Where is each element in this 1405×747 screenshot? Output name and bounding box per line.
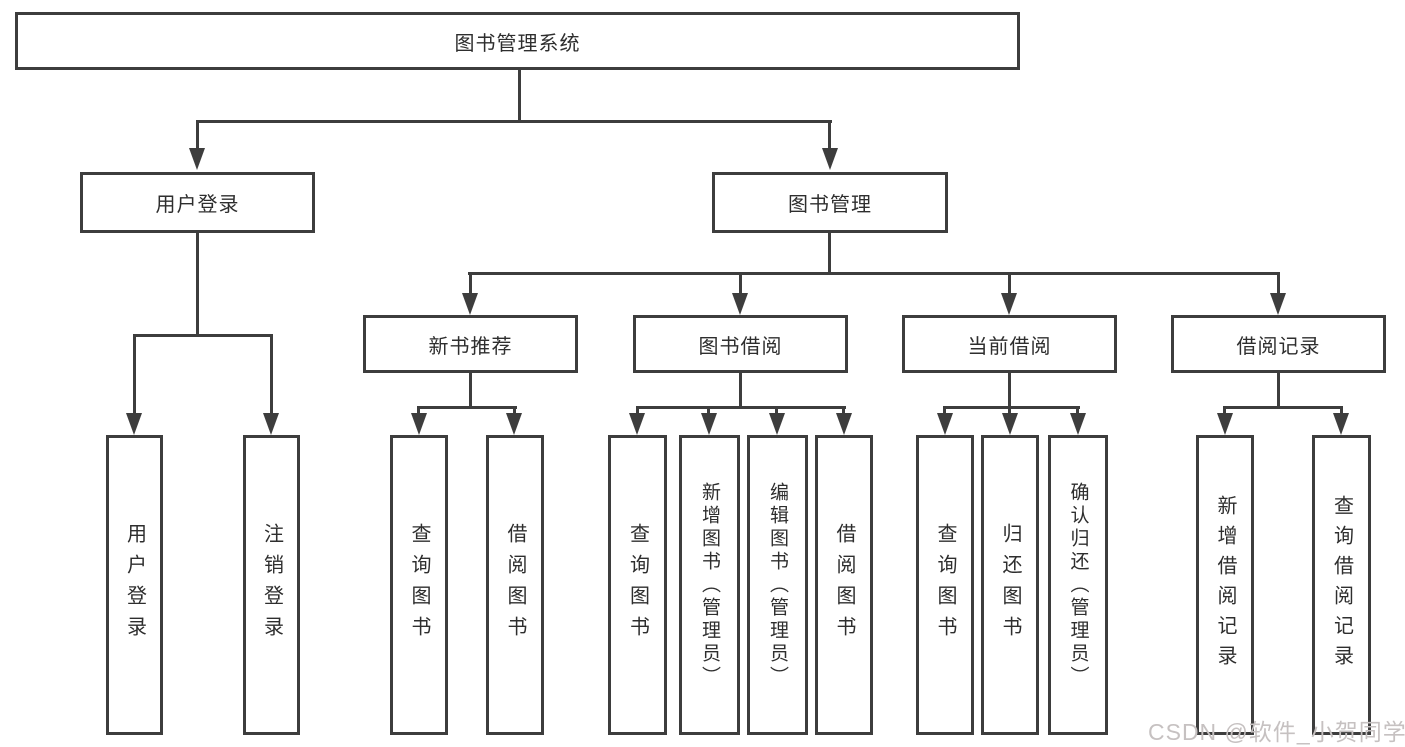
connector-g3-c2 [1008, 406, 1011, 415]
connector-g4-c1 [1223, 406, 1226, 415]
leaf-g2-edit-books-admin-label: 编辑图书（管理员） [767, 481, 788, 689]
arrowhead-to-login-leaf [126, 413, 142, 435]
leaf-g3-return-books-label: 归还图书 [999, 523, 1021, 647]
node-root-label: 图书管理系统 [454, 32, 581, 55]
leaf-g3-confirm-return-admin-label: 确认归还（管理员） [1067, 481, 1089, 689]
connector-g2-rail [636, 406, 846, 409]
connector-to-new-books [469, 272, 472, 294]
connector-to-logout-leaf [270, 334, 273, 414]
leaf-g2-borrow-books: 借阅图书 [815, 435, 873, 735]
connector-g1-rail [417, 406, 517, 409]
connector-g2-c1 [636, 406, 639, 415]
connector-g3-stub [1008, 373, 1011, 409]
connector-g1-c1 [417, 406, 420, 415]
arrowhead-g2-c2 [701, 413, 717, 435]
arrowhead-g3-c3 [1070, 413, 1086, 435]
arrowhead-g2-c4 [836, 413, 852, 435]
leaf-g4-query-borrow-record: 查询借阅记录 [1312, 435, 1371, 735]
node-book-management-branch-label: 图书管理 [788, 194, 872, 216]
connector-user-login-stub [196, 233, 199, 337]
connector-to-current [1008, 272, 1011, 294]
leaf-g4-add-borrow-record: 新增借阅记录 [1196, 435, 1254, 735]
connector-g2-c4 [842, 406, 845, 415]
leaf-g1-borrow-books: 借阅图书 [486, 435, 544, 735]
leaf-g2-query-books: 查询图书 [608, 435, 667, 735]
node-new-book-recommend: 新书推荐 [363, 315, 578, 373]
connector-to-records [1277, 272, 1280, 294]
connector-level3-rail [468, 272, 1280, 275]
connector-g4-stub [1277, 373, 1280, 409]
leaf-g2-add-books-admin: 新增图书（管理员） [679, 435, 740, 735]
node-user-login-branch: 用户登录 [80, 172, 315, 233]
leaf-g3-return-books: 归还图书 [981, 435, 1039, 735]
connector-g2-c3 [775, 406, 778, 415]
connector-g4-c2 [1340, 406, 1343, 415]
arrowhead-g3-c2 [1002, 413, 1018, 435]
arrowhead-to-user-login [189, 148, 205, 170]
connector-root-stub [518, 70, 521, 122]
connector-g3-c1 [943, 406, 946, 415]
arrowhead-g1-c1 [411, 413, 427, 435]
leaf-g2-query-books-label: 查询图书 [626, 523, 649, 647]
node-user-login-branch-label: 用户登录 [155, 194, 240, 216]
node-borrowing-records: 借阅记录 [1171, 315, 1386, 373]
node-borrowing-records-label: 借阅记录 [1236, 335, 1321, 358]
connector-g2-c2 [707, 406, 710, 415]
node-current-borrowing-label: 当前借阅 [967, 335, 1052, 358]
arrowhead-g4-c2 [1333, 413, 1349, 435]
node-new-book-recommend-label: 新书推荐 [428, 335, 513, 358]
leaf-g1-borrow-books-label: 借阅图书 [504, 523, 526, 647]
arrowhead-to-current [1001, 293, 1017, 315]
leaf-g3-query-books-label: 查询图书 [934, 523, 956, 647]
arrowhead-g4-c1 [1217, 413, 1233, 435]
connector-to-login-leaf [133, 334, 136, 414]
leaf-g4-add-borrow-record-label: 新增借阅记录 [1214, 495, 1236, 675]
connector-to-book-mgmt [828, 120, 831, 150]
arrowhead-to-book-mgmt [822, 148, 838, 170]
arrowhead-to-logout-leaf [263, 413, 279, 435]
leaf-g4-query-borrow-record-label: 查询借阅记录 [1330, 495, 1353, 675]
connector-book-mgmt-stub [828, 233, 831, 275]
leaf-g2-add-books-admin-label: 新增图书（管理员） [699, 481, 720, 689]
node-book-management-branch: 图书管理 [712, 172, 948, 233]
leaf-g2-borrow-books-label: 借阅图书 [833, 523, 855, 647]
leaf-g3-query-books: 查询图书 [916, 435, 974, 735]
arrowhead-g2-c1 [629, 413, 645, 435]
leaf-g1-query-books: 查询图书 [390, 435, 448, 735]
csdn-watermark: CSDN @软件_小贺同学 [1148, 719, 1405, 745]
leaf-g2-edit-books-admin: 编辑图书（管理员） [747, 435, 808, 735]
arrowhead-g2-c3 [769, 413, 785, 435]
leaf-user-login: 用户登录 [106, 435, 163, 735]
connector-g3-rail [943, 406, 1080, 409]
leaf-g1-query-books-label: 查询图书 [408, 523, 430, 647]
connector-g4-rail [1223, 406, 1343, 409]
connector-to-borrowing [739, 272, 742, 294]
connector-level2-rail [196, 120, 832, 123]
leaf-logout: 注销登录 [243, 435, 300, 735]
node-current-borrowing: 当前借阅 [902, 315, 1117, 373]
connector-g1-c2 [513, 406, 516, 415]
node-book-borrowing: 图书借阅 [633, 315, 848, 373]
connector-g2-stub [739, 373, 742, 409]
leaf-user-login-label: 用户登录 [123, 523, 146, 647]
node-root-system: 图书管理系统 [15, 12, 1020, 70]
connector-user-login-rail [133, 334, 273, 337]
arrowhead-g3-c1 [937, 413, 953, 435]
leaf-g3-confirm-return-admin: 确认归还（管理员） [1048, 435, 1108, 735]
arrowhead-to-new-books [462, 293, 478, 315]
node-book-borrowing-label: 图书借阅 [698, 335, 783, 358]
arrowhead-g1-c2 [506, 413, 522, 435]
leaf-logout-label: 注销登录 [260, 523, 283, 647]
arrowhead-to-borrowing [732, 293, 748, 315]
connector-to-user-login [196, 120, 199, 150]
connector-g3-c3 [1076, 406, 1079, 415]
arrowhead-to-records [1270, 293, 1286, 315]
connector-g1-stub [469, 373, 472, 409]
